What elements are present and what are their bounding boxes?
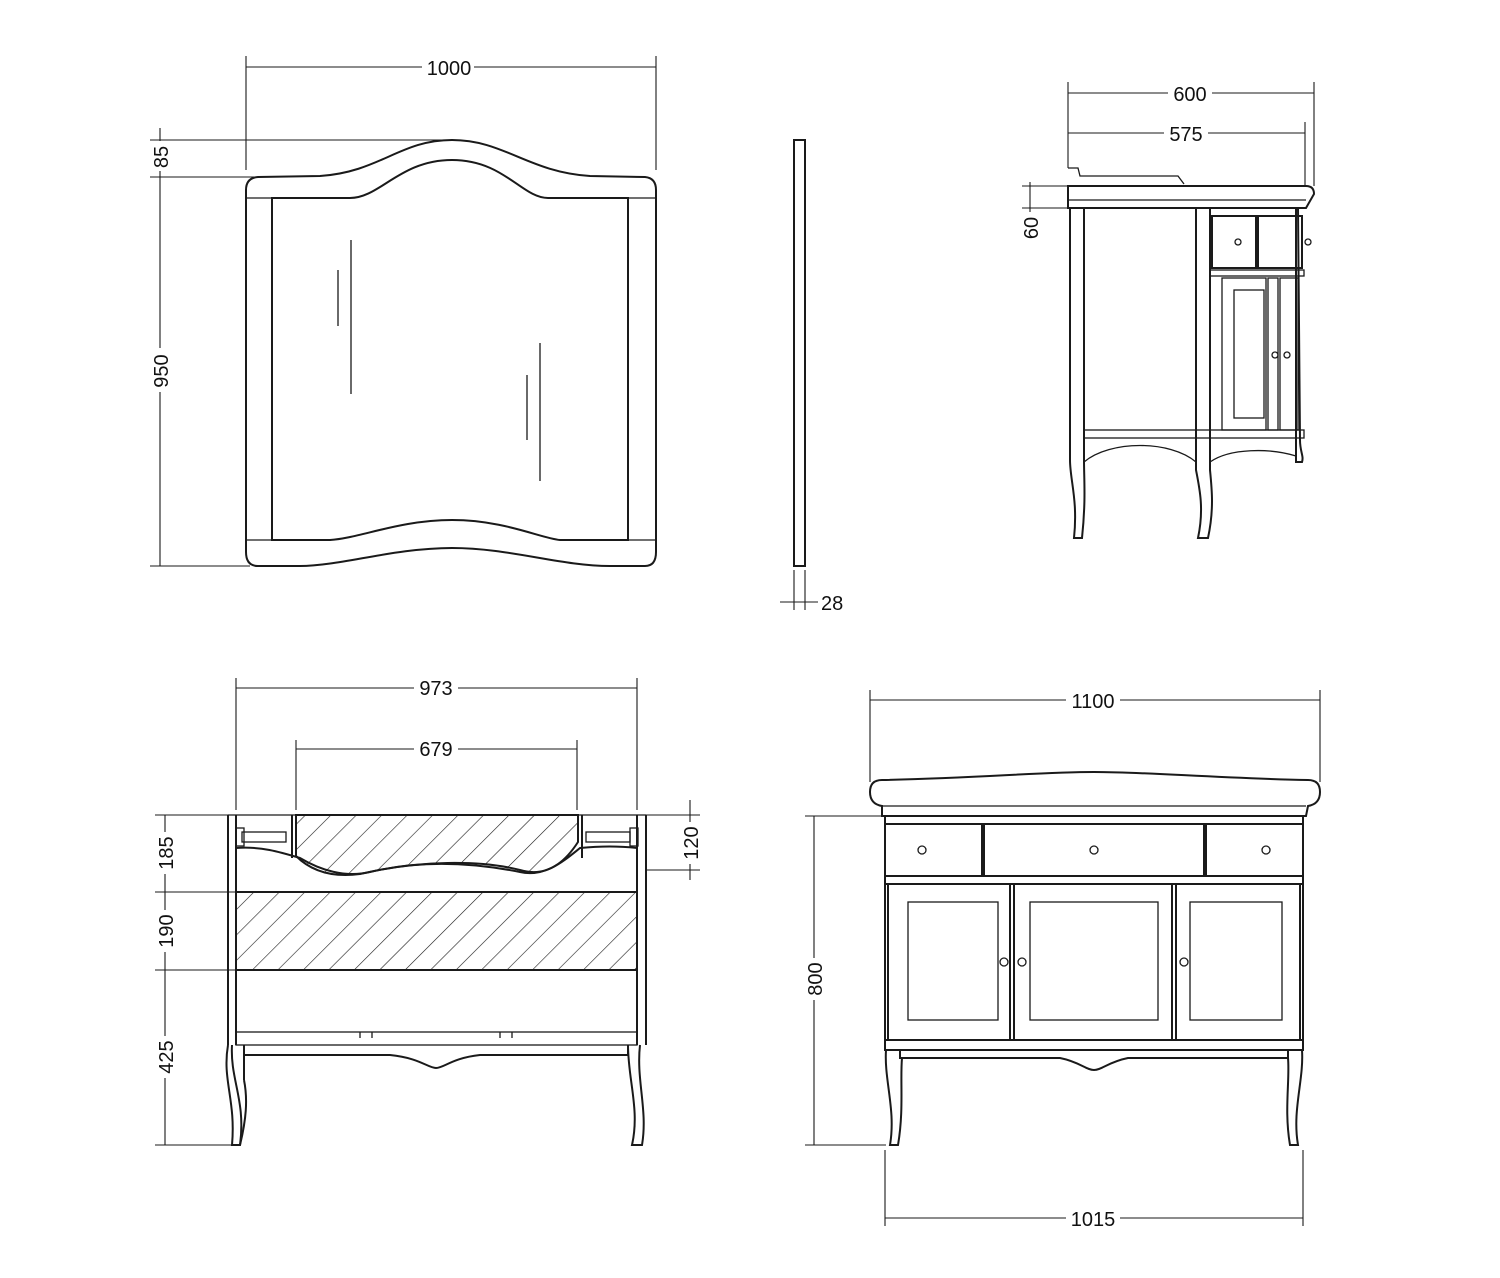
- front-countertop: [868, 770, 1322, 817]
- section-width-label: 973: [419, 678, 452, 700]
- door-knob: [1017, 957, 1027, 967]
- side-drawer: [1257, 215, 1303, 269]
- basin-section-hatch: [295, 814, 579, 876]
- front-top-width-label: 1100: [1071, 691, 1114, 713]
- mirror-glass: [271, 158, 629, 541]
- front-base-width-label: 1015: [1071, 1209, 1116, 1231]
- basin-width-label: 679: [419, 739, 452, 761]
- mirror-side-profile: [793, 139, 806, 567]
- drawer-knob: [1089, 845, 1099, 855]
- door-knob: [999, 957, 1009, 967]
- cabinet-section-view: 973 679 120 185 190 425: [153, 676, 703, 1146]
- side-countertop: [1067, 185, 1316, 209]
- zone3-height-label: 425: [156, 1040, 178, 1073]
- mirror-thickness-label: 28: [821, 593, 843, 615]
- cabinet-body-depth-label: 575: [1169, 124, 1202, 146]
- mirror-outer-frame: [245, 138, 657, 567]
- door-knob: [1179, 957, 1189, 967]
- basin-depth-label: 120: [681, 826, 703, 859]
- drawer-section-hatch: [235, 891, 638, 971]
- right-drawer: [1205, 823, 1304, 877]
- section-leg: [225, 1044, 243, 1146]
- mirror-side-view: 28: [780, 139, 843, 615]
- zone2-height-label: 190: [156, 914, 178, 947]
- left-drawer: [884, 823, 983, 877]
- mirror-front-view: 1000 85 950: [148, 55, 657, 567]
- left-door: [887, 883, 1011, 1041]
- mirror-crown-label: 85: [151, 146, 173, 168]
- front-height-label: 800: [805, 962, 827, 995]
- mirror-height-label: 950: [151, 354, 173, 387]
- cabinet-side-view: 600 575 60: [1018, 82, 1316, 539]
- section-leg: [627, 1044, 645, 1146]
- cabinet-front-view: 1100 800 1015: [802, 688, 1322, 1231]
- drawer-knob: [917, 845, 927, 855]
- side-drawer: [1211, 215, 1257, 269]
- center-door: [1013, 883, 1173, 1041]
- drawer-knob: [1261, 845, 1271, 855]
- front-leg: [1286, 1049, 1304, 1146]
- center-drawer: [983, 823, 1205, 877]
- front-leg: [884, 1049, 903, 1146]
- mirror-width-label: 1000: [427, 58, 472, 80]
- cabinet-depth-label: 600: [1173, 84, 1206, 106]
- zone1-height-label: 185: [156, 836, 178, 869]
- countertop-thickness-label: 60: [1021, 217, 1043, 239]
